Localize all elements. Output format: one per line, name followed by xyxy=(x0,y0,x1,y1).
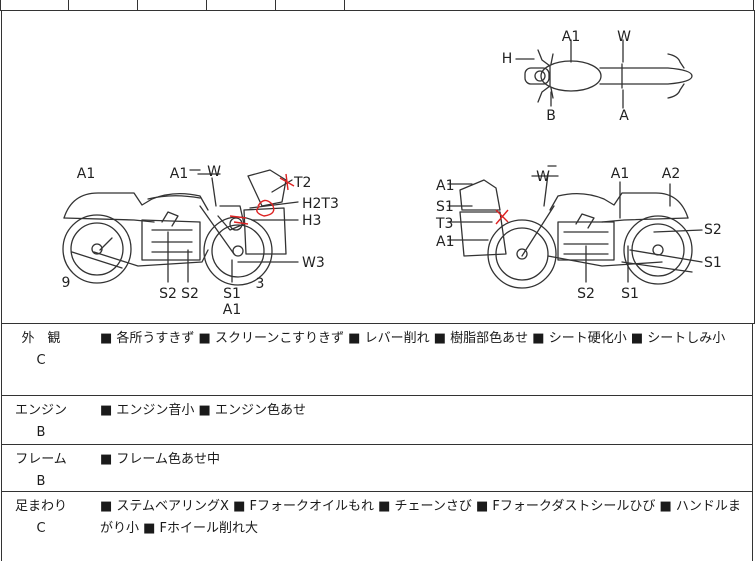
label-left-s1: S1 xyxy=(223,286,241,302)
section-notes: ■ 各所うすきず ■ スクリーンこすりきず ■ レバー削れ ■ 樹脂部色あせ ■… xyxy=(100,331,726,346)
damage-mark xyxy=(279,173,295,191)
damage-diagram-panel: A1 W H B A A1 A1 W T2 H2T3 H3 W3 9 S2 S2… xyxy=(1,10,755,324)
section-category: フレーム B xyxy=(2,445,80,493)
label-top-a: A xyxy=(619,108,629,124)
condition-sections: 外 観 C ■ 各所うすきず ■ スクリーンこすりきず ■ レバー削れ ■ 樹脂… xyxy=(1,324,753,561)
section-notes: ■ エンジン音小 ■ エンジン色あせ xyxy=(100,403,306,418)
section-grade: C xyxy=(36,521,46,536)
section-grade: B xyxy=(36,474,46,489)
section-label: 足まわり xyxy=(14,499,67,514)
section-exterior: 外 観 C ■ 各所うすきず ■ スクリーンこすりきず ■ レバー削れ ■ 樹脂… xyxy=(1,324,753,396)
header-cell-divider xyxy=(275,0,276,10)
leader-line xyxy=(653,229,703,233)
damage-mark xyxy=(495,209,509,225)
label-right-s1-right: S1 xyxy=(704,255,722,271)
label-left-t2: T2 xyxy=(293,175,311,191)
label-left-a1-bottom: A1 xyxy=(223,302,241,318)
section-grade: B xyxy=(36,425,46,440)
leader-line xyxy=(629,249,703,263)
section-category: 足まわり C xyxy=(2,492,80,540)
header-cell-divider xyxy=(344,0,345,10)
top-view-motorcycle-icon xyxy=(524,49,693,103)
header-cell-divider xyxy=(68,0,69,10)
section-category: 外 観 C xyxy=(2,324,80,372)
label-right-a1-a: A1 xyxy=(436,178,454,194)
header-row-remnant xyxy=(0,0,755,11)
left-view-motorcycle-icon xyxy=(62,169,287,286)
label-right-a1-tank: A1 xyxy=(611,166,629,182)
label-top-a1: A1 xyxy=(562,29,580,45)
damage-mark xyxy=(229,215,249,225)
header-cell-divider xyxy=(0,0,1,10)
label-top-w: W xyxy=(617,29,631,45)
section-notes: ■ フレーム色あせ中 xyxy=(100,452,221,467)
label-right-t3: T3 xyxy=(435,216,453,232)
leader-line xyxy=(271,179,293,193)
label-left-h2t3: H2T3 xyxy=(302,196,339,212)
label-right-s1: S1 xyxy=(436,199,454,215)
label-left-a1-rear: A1 xyxy=(77,166,95,182)
label-top-h: H xyxy=(502,51,513,67)
label-right-a2: A2 xyxy=(662,166,680,182)
label-right-s2: S2 xyxy=(704,222,722,238)
header-cell-divider xyxy=(206,0,207,10)
section-frame: フレーム B ■ フレーム色あせ中 xyxy=(1,445,753,492)
header-cell-divider xyxy=(137,0,138,10)
label-left-a1-tank: A1 xyxy=(170,166,188,182)
label-right-w: W xyxy=(536,169,550,185)
damage-mark xyxy=(256,199,275,217)
section-label: 外 観 xyxy=(21,331,61,346)
label-left-s2a: S2 xyxy=(159,286,177,302)
section-category: エンジン B xyxy=(2,396,80,444)
section-notes: ■ ステムベアリングX ■ Fフォークオイルもれ ■ チェーンさび ■ Fフォー… xyxy=(100,499,741,536)
motorcycle-diagram: A1 W H B A A1 A1 W T2 H2T3 H3 W3 9 S2 S2… xyxy=(62,29,722,318)
label-left-w: W xyxy=(207,164,221,180)
damage-marks xyxy=(229,173,509,225)
section-suspension: 足まわり C ■ ステムベアリングX ■ Fフォークオイルもれ ■ チェーンさび… xyxy=(1,492,753,561)
label-top-b: B xyxy=(546,108,556,124)
section-label: フレーム xyxy=(15,452,67,467)
section-label: エンジン xyxy=(14,403,67,418)
right-view-motorcycle-icon xyxy=(459,173,693,289)
label-left-s2b: S2 xyxy=(181,286,199,302)
label-right-a1-b: A1 xyxy=(436,234,454,250)
header-cell-divider xyxy=(753,0,754,10)
label-left-3: 3 xyxy=(256,276,265,292)
label-left-9: 9 xyxy=(62,275,71,291)
label-right-s1-bottom: S1 xyxy=(621,286,639,302)
section-grade: C xyxy=(36,353,46,368)
label-left-h3: H3 xyxy=(302,213,321,229)
section-engine: エンジン B ■ エンジン音小 ■ エンジン色あせ xyxy=(1,396,753,445)
label-right-s2-bottom: S2 xyxy=(577,286,595,302)
label-left-w3: W3 xyxy=(302,255,325,271)
